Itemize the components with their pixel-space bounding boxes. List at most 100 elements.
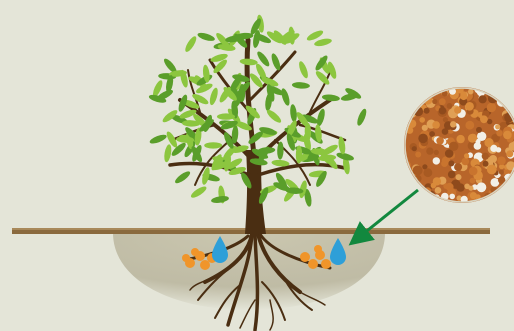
granule (496, 130, 502, 136)
granule (433, 157, 440, 164)
granule (507, 97, 512, 102)
granule (479, 95, 487, 103)
granule (412, 93, 418, 99)
granule (454, 163, 462, 171)
leaf (211, 195, 230, 204)
granule (402, 89, 408, 95)
granule (504, 88, 511, 95)
granule (449, 142, 458, 151)
granule (489, 155, 497, 163)
granule (422, 125, 428, 131)
granule (454, 107, 461, 114)
granule (442, 128, 449, 135)
granule (507, 190, 513, 196)
granule (402, 102, 407, 107)
leaf (173, 169, 191, 185)
granule (439, 98, 446, 105)
granule (411, 95, 420, 104)
granule (456, 135, 464, 143)
leaf (183, 35, 198, 54)
granule (410, 96, 415, 101)
leaf (204, 142, 222, 148)
granule (421, 86, 431, 96)
granule (462, 158, 470, 166)
leaf (265, 108, 283, 125)
granule (403, 100, 412, 109)
granule (419, 117, 425, 123)
granule (505, 94, 513, 102)
granule (418, 134, 428, 144)
granule (407, 102, 412, 107)
granule (470, 192, 477, 199)
granule (413, 166, 423, 176)
granule (497, 156, 506, 165)
granule (499, 170, 504, 175)
granule (448, 160, 454, 166)
granule (508, 97, 514, 107)
leaf (289, 104, 297, 123)
granule (495, 197, 503, 205)
granule (465, 102, 474, 111)
granule (415, 152, 421, 158)
granule (501, 192, 508, 199)
leaf (292, 82, 310, 90)
granule (432, 99, 437, 104)
leaf (163, 144, 172, 163)
leaf (297, 60, 309, 79)
granule (424, 108, 430, 114)
granule (441, 160, 448, 167)
leaf (322, 94, 341, 102)
granule (412, 146, 417, 151)
granule (477, 132, 486, 141)
granule (448, 171, 456, 179)
granule (487, 103, 496, 112)
granule (449, 194, 455, 200)
leaf (280, 87, 291, 106)
granule (435, 187, 442, 194)
granule (446, 183, 454, 191)
granule (426, 147, 433, 154)
granule (465, 121, 474, 130)
granule (490, 145, 497, 152)
granule (497, 97, 506, 106)
granule (480, 115, 488, 123)
granule (505, 85, 514, 94)
leaf (208, 87, 219, 106)
granule (407, 182, 415, 190)
granule (431, 183, 437, 189)
granule (409, 100, 416, 107)
granule (411, 96, 417, 102)
granule (432, 121, 440, 129)
granule (509, 189, 514, 197)
granule (404, 117, 409, 122)
granule (508, 184, 514, 191)
granule (436, 137, 444, 145)
granule (482, 153, 489, 160)
granule (447, 103, 453, 109)
leaf (189, 185, 208, 200)
granule (503, 192, 509, 198)
granule-closeup (401, 84, 514, 208)
granule (496, 92, 501, 97)
granule (507, 193, 512, 198)
granule (474, 142, 482, 150)
granule (477, 182, 487, 192)
granule (468, 89, 473, 94)
granule (495, 124, 500, 129)
granule (476, 127, 482, 133)
granule (490, 194, 500, 204)
granule (429, 131, 435, 137)
granule (401, 165, 409, 173)
granule (469, 167, 478, 176)
granule (499, 198, 509, 208)
granule (483, 161, 489, 167)
leaf (217, 113, 235, 119)
granule (424, 168, 433, 177)
granule (456, 86, 464, 94)
granule (456, 174, 462, 180)
granule (424, 196, 433, 205)
granule (511, 195, 514, 202)
granule (403, 169, 409, 175)
